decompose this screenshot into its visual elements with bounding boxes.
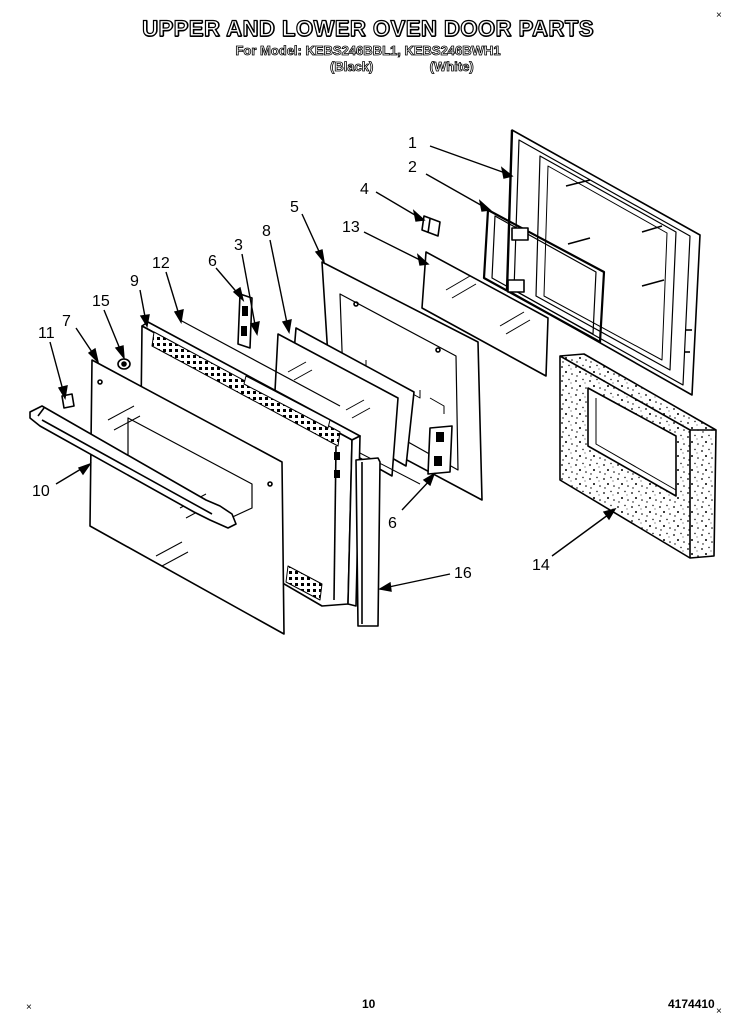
part-6-lower-clip (427, 425, 453, 475)
callout-6-upper: 6 (208, 253, 217, 270)
part-13-glass-panel (421, 251, 549, 377)
part-15-fastener (117, 358, 131, 370)
corner-mark-top-right: × (716, 10, 722, 21)
part-10-handle (29, 405, 237, 529)
part-callouts: 1 2 3 4 5 6 6 7 8 9 10 11 12 13 14 15 16 (32, 135, 550, 582)
part-2-wire-frame (482, 208, 606, 344)
corner-mark-bottom-left: × (26, 1002, 32, 1013)
part-16-trim-strip (355, 457, 381, 627)
callout-5: 5 (290, 199, 299, 216)
callout-15: 15 (92, 293, 110, 310)
callout-6-lower: 6 (388, 515, 397, 532)
variant-white: (White) (429, 59, 474, 75)
part-14-insulation (559, 353, 717, 559)
callout-11: 11 (38, 325, 55, 342)
document-number: 4174410 (668, 997, 715, 1011)
callout-7: 7 (62, 313, 71, 330)
callout-9: 9 (130, 273, 139, 290)
callout-12: 12 (152, 255, 170, 272)
part-4-clip (421, 215, 441, 237)
part-6-upper-clip (237, 293, 253, 349)
part-12-panel (179, 319, 421, 485)
page-title: UPPER AND LOWER OVEN DOOR PARTS (141, 15, 594, 41)
callout-8: 8 (262, 223, 271, 240)
callout-3: 3 (234, 237, 243, 254)
variant-line: (Black) (White) (330, 59, 530, 75)
corner-mark-bottom-right: × (716, 1006, 722, 1017)
callout-4: 4 (360, 181, 369, 198)
callout-16: 16 (454, 565, 472, 582)
model-line: For Model: KEBS246BBL1, KEBS246BWH1 (235, 43, 501, 59)
callout-1: 1 (408, 135, 417, 152)
part-3-glass (273, 333, 399, 477)
callout-10: 10 (32, 483, 50, 500)
page-number: 10 (362, 997, 376, 1011)
variant-black: (Black) (330, 59, 374, 75)
callout-13: 13 (342, 219, 360, 236)
callout-14: 14 (532, 557, 550, 574)
part-1-inner-door-liner (505, 129, 701, 396)
callout-2: 2 (408, 159, 417, 176)
